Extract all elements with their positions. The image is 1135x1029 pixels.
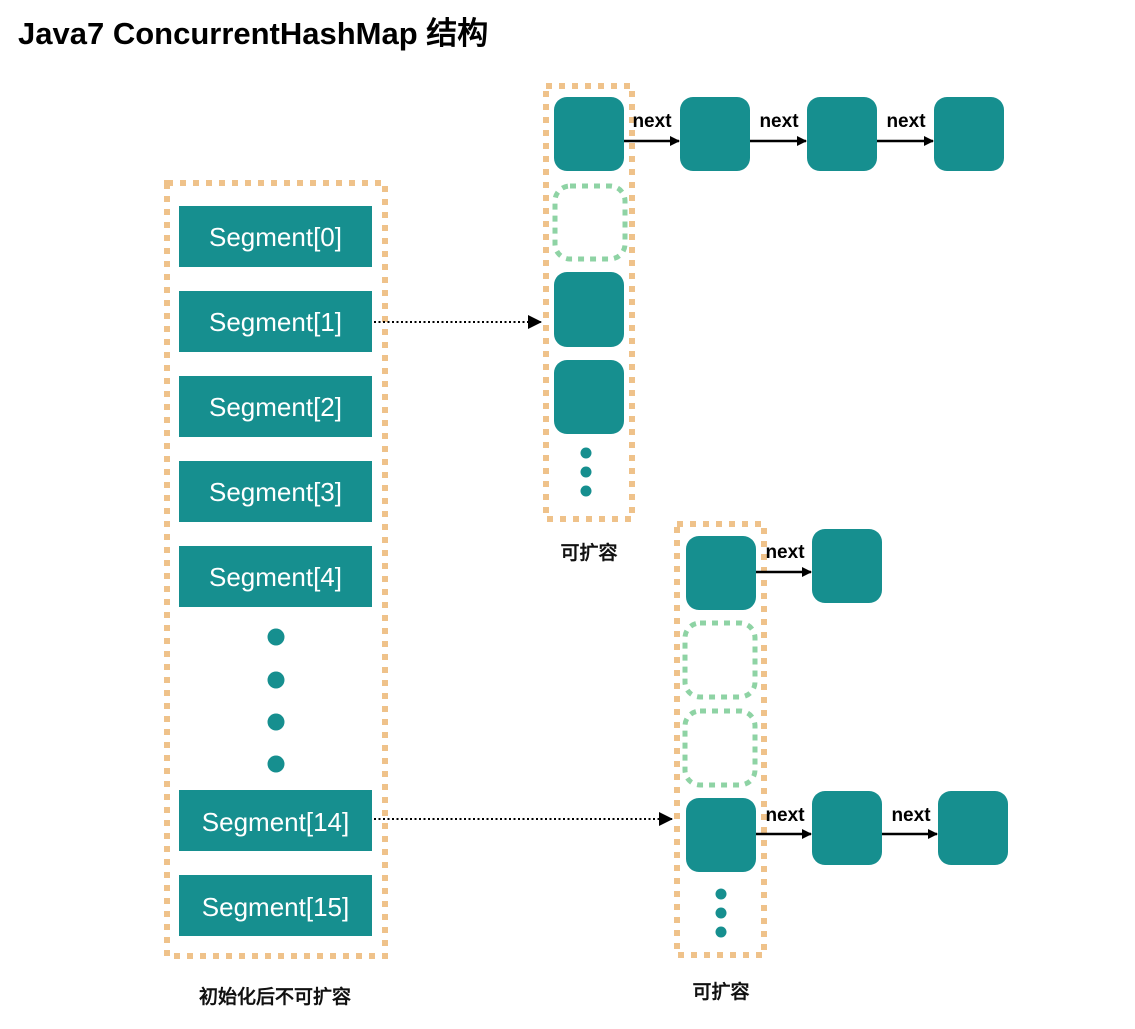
hash-entry-table-lower (674, 521, 767, 958)
hash-entry-node (686, 536, 756, 610)
linked-list-chain: next next (756, 791, 1008, 865)
next-label: next (891, 805, 931, 826)
segment-label: Segment[4] (209, 562, 342, 592)
hash-entry-node (686, 798, 756, 872)
segment-array-container (164, 180, 388, 959)
table-container (674, 521, 767, 958)
hash-entry-node (680, 97, 750, 171)
next-label: next (886, 111, 926, 132)
segment-label: Segment[0] (209, 222, 342, 252)
hash-entry-node (934, 97, 1004, 171)
empty-slot (552, 183, 628, 262)
segment-item: Segment[4] (179, 546, 372, 607)
ellipsis-icon (715, 888, 727, 938)
diagram-title: Java7 ConcurrentHashMap 结构 (18, 16, 489, 51)
linked-list-chain: next (756, 529, 882, 603)
hash-entry-node (807, 97, 877, 171)
segment-label: Segment[2] (209, 392, 342, 422)
next-label: next (759, 111, 799, 132)
ellipsis-icon (580, 447, 592, 497)
table-caption: 可扩容 (692, 980, 749, 1003)
hash-entry-node (812, 791, 882, 865)
segment-item: Segment[15] (179, 875, 372, 936)
segment-item: Segment[2] (179, 376, 372, 437)
segment-label: Segment[15] (202, 892, 349, 922)
segment-list: Segment[0] Segment[1] Segment[2] Segment… (179, 206, 372, 936)
segment-item: Segment[14] (179, 790, 372, 851)
table-container (543, 83, 635, 522)
empty-slot (682, 708, 758, 788)
hash-entry-node (554, 272, 624, 347)
segment-item: Segment[3] (179, 461, 372, 522)
hash-entry-node (554, 97, 624, 171)
hash-entry-table-upper (543, 83, 635, 522)
segment-item: Segment[1] (179, 291, 372, 352)
segment-label: Segment[3] (209, 477, 342, 507)
segment-label: Segment[1] (209, 307, 342, 337)
next-label: next (765, 805, 805, 826)
empty-slot (682, 620, 758, 700)
hash-entry-node (812, 529, 882, 603)
next-label: next (765, 542, 805, 563)
ellipsis-icon (267, 628, 285, 773)
linked-list-chain: next next next (624, 97, 1004, 171)
segment-label: Segment[14] (202, 807, 349, 837)
hash-entry-node (554, 360, 624, 434)
segment-item: Segment[0] (179, 206, 372, 267)
table-caption: 可扩容 (560, 541, 617, 564)
hash-entry-node (938, 791, 1008, 865)
next-label: next (632, 111, 672, 132)
segment-array-caption: 初始化后不可扩容 (199, 985, 351, 1008)
